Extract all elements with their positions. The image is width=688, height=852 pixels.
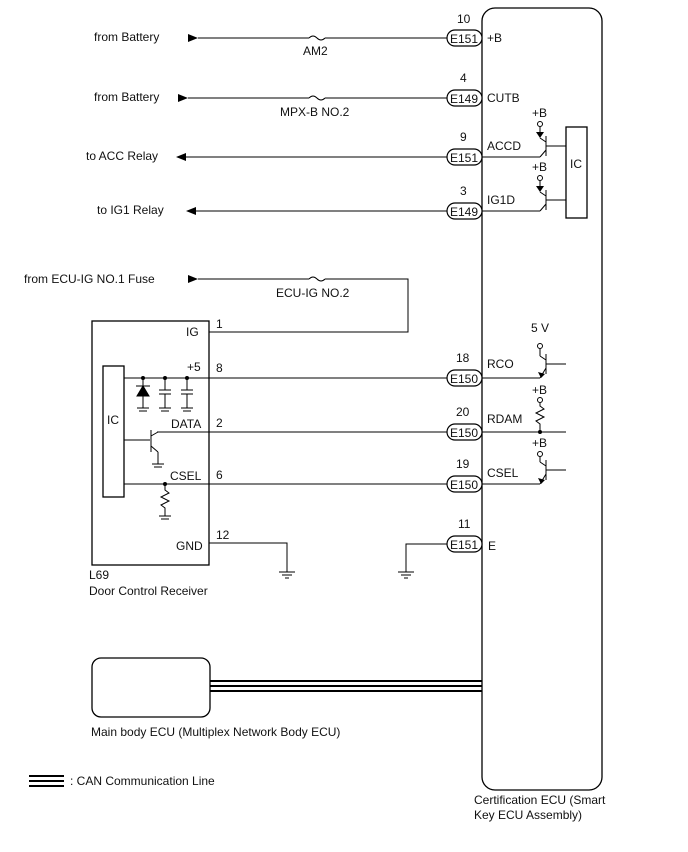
receiver-terminal-ig: IG [186, 325, 199, 339]
cert-terminal-csel: CSEL [487, 466, 519, 480]
cert-pin-11: 11 [458, 517, 471, 531]
source-battery-1: from Battery [94, 30, 159, 44]
cert-pin-10: 10 [457, 12, 471, 26]
fuse-ecuig-symbol [308, 276, 326, 282]
cert-terminal-rdam: RDAM [487, 412, 522, 426]
receiver-terminal-csel: CSEL [170, 469, 202, 483]
legend-can-label: : CAN Communication Line [70, 774, 215, 788]
connector-e151-pin11: E151 [446, 535, 483, 553]
svg-text:5 V: 5 V [531, 321, 549, 335]
svg-text:E149: E149 [450, 205, 478, 219]
cert-rco-transistor: 5 V [482, 321, 566, 379]
receiver-pin-1: 1 [216, 317, 223, 331]
receiver-name: Door Control Receiver [89, 584, 208, 598]
receiver-ic-box [102, 365, 125, 498]
cert-pin-4: 4 [460, 71, 467, 85]
cert-terminal-rco: RCO [487, 357, 514, 371]
arrow-right-icon [188, 275, 198, 283]
cert-ig1d-transistor: +B [482, 160, 566, 212]
svg-text:E150: E150 [450, 372, 478, 386]
receiver-terminal-data: DATA [171, 417, 201, 431]
fuse-mpxb-symbol [308, 95, 326, 101]
cert-pin-20: 20 [456, 405, 470, 419]
cert-terminal-e: E [488, 539, 496, 553]
source-battery-2: from Battery [94, 90, 159, 104]
dest-ig1-relay: to IG1 Relay [97, 203, 164, 217]
svg-text:+B: +B [532, 436, 547, 450]
fuse-am2-symbol [308, 35, 326, 41]
receiver-pin-6: 6 [216, 468, 223, 482]
arrow-left-icon [176, 153, 186, 161]
svg-text:E150: E150 [450, 478, 478, 492]
main-body-ecu-label: Main body ECU (Multiplex Network Body EC… [91, 725, 340, 739]
receiver-pin-2: 2 [216, 416, 223, 430]
receiver-pin-8: 8 [216, 361, 223, 375]
source-ecu-ig-fuse: from ECU-IG NO.1 Fuse [24, 272, 155, 286]
connector-e149-pin4: E149 [446, 89, 483, 107]
svg-text:+B: +B [532, 106, 547, 120]
arrow-right-icon [178, 94, 188, 102]
receiver-data-transistor [124, 430, 164, 468]
cert-terminal-plusb: +B [487, 31, 502, 45]
ground-icon [279, 571, 295, 579]
cert-ic-label: IC [570, 157, 582, 171]
svg-text:E151: E151 [450, 32, 478, 46]
can-communication-lines [210, 680, 482, 692]
certification-ecu-label-1: Certification ECU (Smart [474, 793, 606, 807]
receiver-terminal-gnd: GND [176, 539, 203, 553]
dest-acc-relay: to ACC Relay [86, 149, 158, 163]
certification-ecu-label-2: Key ECU Assembly) [474, 808, 582, 822]
cert-pin-18: 18 [456, 351, 470, 365]
ground-icon [398, 571, 414, 579]
cert-accd-transistor: +B [482, 106, 566, 158]
connector-e150-pin20: E150 [446, 423, 483, 441]
connector-e150-pin18: E150 [446, 369, 483, 387]
fuse-am2-label: AM2 [303, 44, 328, 58]
cert-csel-transistor: +B [482, 436, 566, 485]
connector-e150-pin19: E150 [446, 475, 483, 493]
fuse-ecuig-label: ECU-IG NO.2 [276, 286, 350, 300]
cert-terminal-cutb: CUTB [487, 91, 520, 105]
cert-pin-3: 3 [460, 184, 467, 198]
svg-text:E151: E151 [450, 151, 478, 165]
arrow-right-icon [188, 34, 198, 42]
cert-ic-box [565, 126, 588, 219]
svg-text:+B: +B [532, 160, 547, 174]
cert-terminal-ig1d: IG1D [487, 193, 515, 207]
receiver-filter-components [136, 376, 193, 412]
svg-text:+B: +B [532, 383, 547, 397]
cert-pin-19: 19 [456, 457, 470, 471]
arrow-left-icon [186, 207, 196, 215]
legend-can-symbol [29, 775, 64, 787]
receiver-terminal-plus5: +5 [187, 360, 201, 374]
receiver-pin-12: 12 [216, 528, 230, 542]
fuse-mpxb-label: MPX-B NO.2 [280, 105, 350, 119]
svg-text:E150: E150 [450, 426, 478, 440]
receiver-ic-label: IC [107, 413, 119, 427]
receiver-csel-resistor [159, 482, 171, 520]
svg-text:E151: E151 [450, 538, 478, 552]
cert-rdam-resistor: +B [482, 383, 566, 434]
cert-terminal-accd: ACCD [487, 139, 521, 153]
connector-e151-pin10: E151 [446, 29, 483, 47]
svg-text:E149: E149 [450, 92, 478, 106]
connector-e149-pin3: E149 [446, 202, 483, 220]
cert-pin-9: 9 [460, 130, 467, 144]
connector-e151-pin9: E151 [446, 148, 483, 166]
main-body-ecu-box [91, 657, 211, 718]
receiver-code: L69 [89, 568, 109, 582]
